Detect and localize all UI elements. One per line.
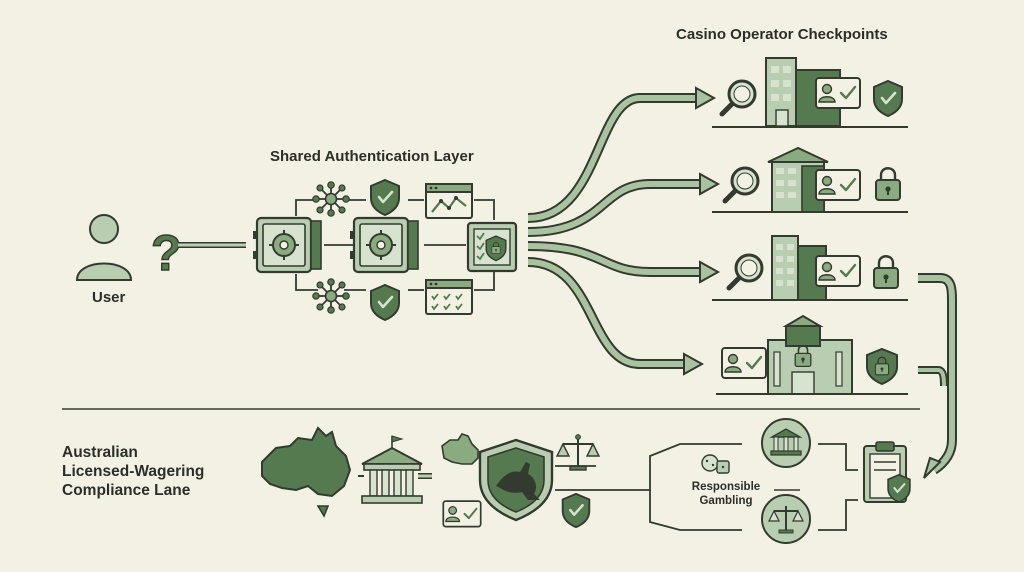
responsible-gambling-line-1: Responsible bbox=[691, 481, 761, 493]
padlock-icon bbox=[866, 347, 898, 386]
browser-checklist-icon bbox=[425, 279, 473, 315]
responsible-gambling-label: Responsible Gambling bbox=[680, 480, 772, 508]
responsible-gambling-line-2: Gambling bbox=[699, 495, 753, 507]
vault-icon bbox=[348, 216, 420, 274]
network-nodes-icon bbox=[311, 180, 351, 218]
magnifier-icon bbox=[725, 168, 758, 201]
user-question-icon: ? bbox=[75, 214, 182, 282]
operator-checkpoint-4 bbox=[716, 314, 908, 395]
scales-of-justice-icon bbox=[761, 494, 811, 544]
government-building-icon bbox=[767, 314, 853, 395]
id-card-check-icon bbox=[814, 254, 862, 288]
padlock-icon bbox=[874, 167, 902, 202]
operator-checkpoint-2 bbox=[712, 146, 908, 213]
compliance-lane-line-1: Australian bbox=[62, 444, 138, 461]
arrow-to-operator-1 bbox=[527, 86, 717, 223]
arrow-to-operator-4 bbox=[527, 257, 705, 376]
government-building-icon bbox=[361, 435, 423, 504]
id-card-check-icon bbox=[442, 500, 482, 528]
australia-map-icon bbox=[261, 426, 352, 518]
id-card-check-icon bbox=[814, 168, 862, 202]
shield-check-icon bbox=[369, 178, 401, 217]
operator-checkpoint-1 bbox=[712, 57, 908, 128]
magnifier-icon bbox=[729, 255, 762, 288]
compliance-lane-line-3: Compliance Lane bbox=[62, 482, 191, 499]
shield-check-icon bbox=[872, 79, 904, 118]
compliance-lane-title: Australian Licensed-Wagering Compliance … bbox=[62, 443, 204, 500]
routing-arrows bbox=[527, 86, 957, 479]
shield-check-icon bbox=[561, 492, 591, 529]
responsible-gambling-badge bbox=[678, 456, 774, 516]
compliance-lane bbox=[261, 418, 911, 544]
arrow-to-operator-2 bbox=[527, 172, 721, 237]
clipboard-shield-icon bbox=[863, 441, 911, 504]
network-nodes-icon bbox=[311, 277, 351, 315]
scales-of-justice-icon bbox=[555, 434, 601, 471]
arrow-to-compliance bbox=[918, 273, 957, 479]
shield-check-icon bbox=[369, 283, 401, 322]
government-building-icon bbox=[761, 418, 811, 468]
compliance-lane-line-2: Licensed-Wagering bbox=[62, 463, 205, 480]
australia-map-icon bbox=[441, 433, 479, 465]
dice-icon bbox=[701, 454, 730, 474]
id-card-check-icon bbox=[814, 76, 862, 110]
magnifier-icon bbox=[722, 81, 755, 114]
lane-connector bbox=[555, 443, 858, 531]
browser-chart-icon bbox=[425, 183, 473, 219]
user-label: User bbox=[92, 289, 126, 306]
svg-text:?: ? bbox=[151, 225, 182, 281]
kangaroo-shield-icon bbox=[478, 438, 554, 522]
arrow-to-operator-3 bbox=[527, 241, 721, 284]
operators-title: Casino Operator Checkpoints bbox=[676, 26, 888, 43]
checklist-lock-icon bbox=[466, 221, 518, 273]
shared-layer-title: Shared Authentication Layer bbox=[270, 148, 474, 165]
vault-icon bbox=[251, 216, 323, 274]
operator-checkpoint-3 bbox=[712, 235, 908, 301]
padlock-icon bbox=[872, 255, 900, 290]
id-card-check-icon bbox=[720, 346, 768, 380]
shared-auth-layer bbox=[251, 178, 518, 322]
